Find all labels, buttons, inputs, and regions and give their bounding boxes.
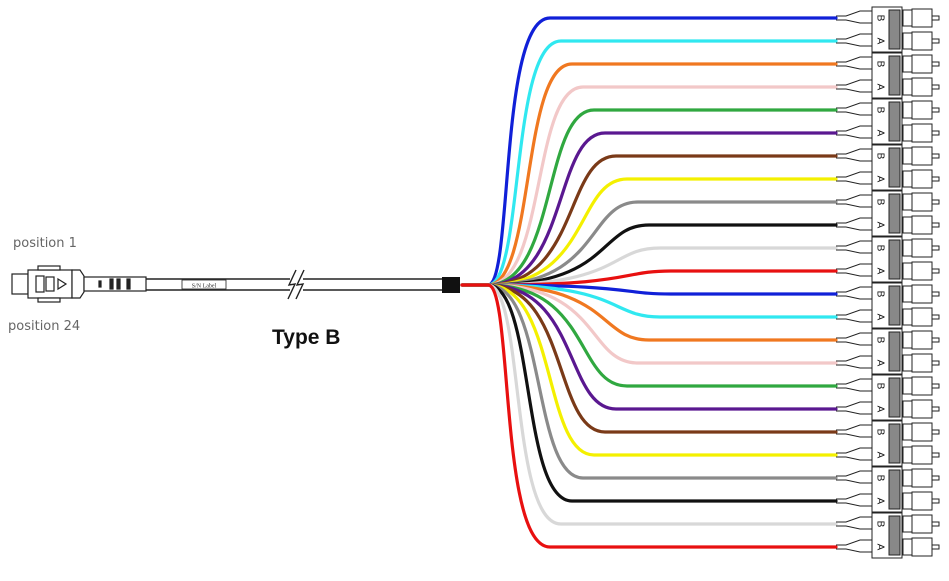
duplex-lc-connector: BA bbox=[836, 52, 940, 99]
fiber-group bbox=[460, 16, 838, 549]
connector-label-a: A bbox=[874, 176, 885, 183]
duplex-lc-connector: BA bbox=[836, 420, 940, 467]
connector-label-a: A bbox=[874, 268, 885, 275]
connector-label-a: A bbox=[874, 360, 885, 367]
fiber-rose bbox=[460, 283, 838, 365]
connector-label-b: B bbox=[874, 337, 885, 344]
trunk-cable bbox=[146, 269, 444, 300]
duplex-lc-connector: BA bbox=[836, 190, 940, 237]
connector-label-b: B bbox=[874, 15, 885, 22]
connector-label-b: B bbox=[874, 291, 885, 298]
sn-label: S/N Label bbox=[192, 284, 217, 290]
fiber-blue bbox=[460, 16, 838, 287]
connector-label-a: A bbox=[874, 452, 885, 459]
position-24-label: position 24 bbox=[8, 319, 81, 334]
connector-label-b: B bbox=[874, 153, 885, 160]
diagram-title: Type B bbox=[272, 326, 341, 349]
connector-label-b: B bbox=[874, 521, 885, 528]
duplex-lc-connector: BA bbox=[836, 512, 940, 559]
connector-label-a: A bbox=[874, 544, 885, 551]
connector-label-b: B bbox=[874, 245, 885, 252]
connector-label-a: A bbox=[874, 498, 885, 505]
fiber-aqua bbox=[460, 39, 838, 287]
duplex-lc-connector: BA bbox=[836, 98, 940, 145]
fiber-yellow bbox=[460, 283, 838, 457]
fiber-slate bbox=[460, 283, 838, 480]
duplex-lc-connector: BA bbox=[836, 282, 940, 329]
breakout-boot bbox=[442, 277, 460, 293]
connector-label-a: A bbox=[874, 84, 885, 91]
position-1-label: position 1 bbox=[13, 236, 77, 251]
connector-label-b: B bbox=[874, 199, 885, 206]
duplex-lc-connector: BA bbox=[836, 374, 940, 421]
fiber-white bbox=[460, 283, 838, 526]
connector-label-b: B bbox=[874, 61, 885, 68]
connector-label-b: B bbox=[874, 107, 885, 114]
fiber-rose bbox=[460, 85, 838, 287]
fiber-orange bbox=[460, 62, 838, 287]
fiber-black bbox=[460, 283, 838, 503]
connector-label-a: A bbox=[874, 314, 885, 321]
connector-label-b: B bbox=[874, 475, 885, 482]
duplex-lc-connector: BA bbox=[836, 236, 940, 283]
duplex-lc-connector: BA bbox=[836, 466, 940, 513]
duplex-lc-connector: BA bbox=[836, 144, 940, 191]
duplex-lc-connector: BA bbox=[836, 6, 940, 53]
duplex-lc-connector: BA bbox=[836, 328, 940, 375]
connector-label-a: A bbox=[874, 38, 885, 45]
connector-label-b: B bbox=[874, 429, 885, 436]
fiber-red bbox=[460, 283, 838, 549]
connector-label-b: B bbox=[874, 383, 885, 390]
connector-label-a: A bbox=[874, 222, 885, 229]
connector-label-a: A bbox=[874, 130, 885, 137]
connector-label-a: A bbox=[874, 406, 885, 413]
mpo-connector bbox=[11, 265, 147, 303]
fiber-green bbox=[460, 108, 838, 287]
